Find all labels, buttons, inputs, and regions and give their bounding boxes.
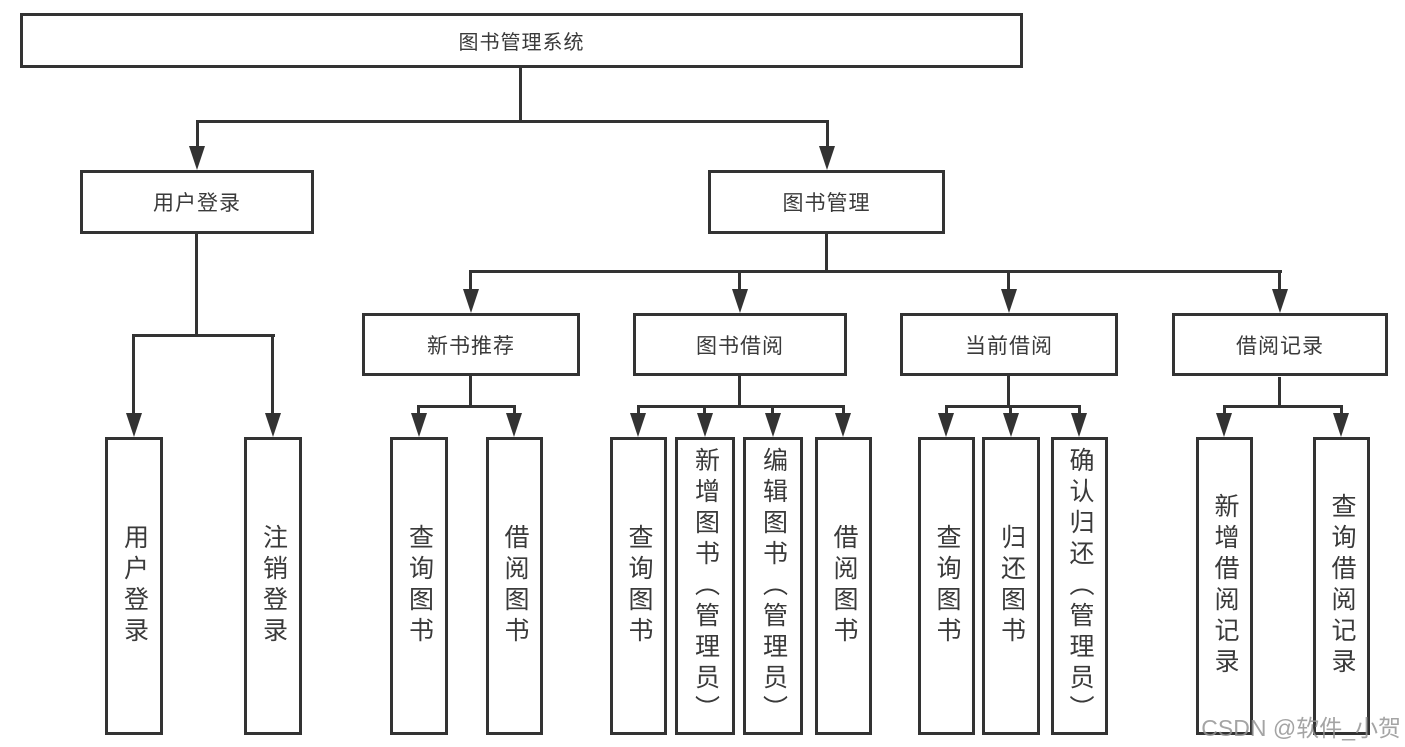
connector-drop [271, 334, 274, 415]
connector-root-bar [196, 120, 829, 123]
arrow-down-icon [463, 289, 479, 313]
connector-borrow-stem [738, 376, 741, 408]
diagram-node-new-book-recommend: 新书推荐 [362, 313, 580, 376]
connector-drop [945, 405, 948, 415]
connector-drop [417, 405, 420, 415]
connector-bookmgmt-stem [825, 234, 828, 273]
arrow-down-icon [765, 413, 781, 437]
connector-drop [1078, 405, 1081, 415]
diagram-leaf-logout: 注销登录 [244, 437, 302, 735]
diagram-leaf-add-borrow-record: 新增借阅记录 [1196, 437, 1253, 735]
diagram-node-borrow-record: 借阅记录 [1172, 313, 1388, 376]
connector-drop [132, 334, 135, 415]
diagram-node-book-management: 图书管理 [708, 170, 945, 234]
connector-record-stem [1278, 377, 1281, 408]
diagram-leaf-return-book: 归还图书 [982, 437, 1040, 735]
connector-drop [1340, 405, 1343, 415]
connector-drop [738, 270, 741, 291]
arrow-down-icon [732, 289, 748, 313]
arrow-down-icon [1071, 413, 1087, 437]
diagram-leaf-query-book-1: 查询图书 [390, 437, 448, 735]
connector-bookmgmt-bar [469, 270, 1282, 273]
diagram-node-current-borrow: 当前借阅 [900, 313, 1118, 376]
diagram-leaf-borrow-book-2: 借阅图书 [815, 437, 872, 735]
diagram-node-book-borrow: 图书借阅 [633, 313, 847, 376]
connector-drop [637, 405, 640, 415]
connector-record-bar [1223, 405, 1343, 408]
connector-drop [703, 405, 706, 415]
diagram-node-user-login: 用户登录 [80, 170, 314, 234]
connector-newbook-stem [469, 376, 472, 408]
connector-drop [1278, 270, 1281, 291]
arrow-down-icon [411, 413, 427, 437]
arrow-down-icon [1272, 289, 1288, 313]
diagram-leaf-edit-book-admin: 编辑图书（管理员） [743, 437, 803, 735]
connector-drop-book-mgmt [826, 120, 829, 148]
arrow-down-icon [265, 413, 281, 437]
diagram-leaf-query-book-3: 查询图书 [918, 437, 975, 735]
arrow-down-icon [1003, 413, 1019, 437]
arrow-down-icon [697, 413, 713, 437]
connector-current-bar [945, 405, 1081, 408]
connector-userlogin-bar [132, 334, 275, 337]
diagram-leaf-confirm-return-admin: 确认归还（管理员） [1051, 437, 1108, 735]
diagram-leaf-query-book-2: 查询图书 [610, 437, 667, 735]
connector-drop [1009, 405, 1012, 415]
connector-drop [469, 270, 472, 291]
diagram-leaf-query-borrow-record: 查询借阅记录 [1313, 437, 1370, 735]
connector-drop [771, 405, 774, 415]
arrow-down-icon [126, 413, 142, 437]
watermark-text: CSDN @软件_小贺同学 [1201, 715, 1401, 741]
arrow-down-icon [630, 413, 646, 437]
arrow-down-icon [189, 146, 205, 170]
arrow-down-icon [938, 413, 954, 437]
diagram-leaf-user-login: 用户登录 [105, 437, 163, 735]
connector-drop [513, 405, 516, 415]
connector-drop [1223, 405, 1226, 415]
connector-drop-user-login [196, 120, 199, 148]
diagram-leaf-add-book-admin: 新增图书（管理员） [675, 437, 735, 735]
arrow-down-icon [835, 413, 851, 437]
diagram-leaf-borrow-book-1: 借阅图书 [486, 437, 543, 735]
arrow-down-icon [1001, 289, 1017, 313]
arrow-down-icon [506, 413, 522, 437]
diagram-node-root: 图书管理系统 [20, 13, 1023, 68]
arrow-down-icon [819, 146, 835, 170]
arrow-down-icon [1216, 413, 1232, 437]
connector-newbook-bar [417, 405, 516, 408]
connector-userlogin-stem [195, 234, 198, 337]
connector-drop [1007, 270, 1010, 291]
connector-drop [842, 405, 845, 415]
connector-borrow-bar [637, 405, 845, 408]
connector-root-stem [519, 68, 522, 123]
connector-current-stem [1007, 376, 1010, 408]
arrow-down-icon [1333, 413, 1349, 437]
